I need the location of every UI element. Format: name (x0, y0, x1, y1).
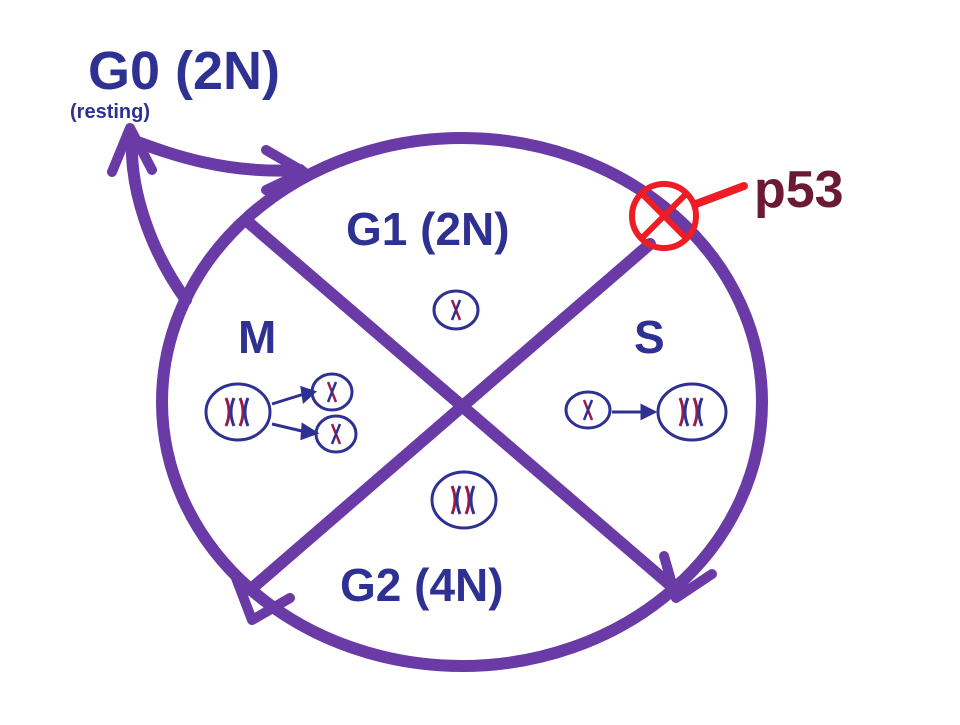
p53-label: p53 (754, 161, 844, 219)
s-to-g2-arrowhead (659, 551, 717, 603)
mitosis-arrow-icon (271, 385, 320, 441)
g1-label: G1 (2N) (346, 203, 510, 255)
s-small-cell-icon (564, 390, 612, 430)
m-parent-cell-icon (204, 382, 272, 442)
g1-cell-icon (432, 289, 480, 331)
g0-loop-path (125, 131, 306, 306)
g2-label: G2 (4N) (340, 559, 504, 611)
s-large-cell-icon (656, 382, 728, 442)
m-daughter-cell-icon (314, 414, 358, 454)
g0-exit-arrowhead (107, 123, 157, 177)
p53-pointer-line (692, 182, 748, 208)
g1-entry-arrowhead (261, 145, 309, 195)
m-label: M (238, 311, 277, 363)
phase-divider-line (244, 238, 656, 596)
cell-cycle-ring (156, 132, 768, 672)
p53-inhibition-icon (629, 181, 699, 251)
replication-arrow-icon (612, 403, 658, 421)
m-daughter-cell-icon (310, 372, 354, 412)
s-label: S (634, 311, 665, 363)
g2-to-m-arrowhead (231, 573, 295, 625)
g0-label: G0 (2N) (88, 41, 281, 101)
g2-cell-icon (430, 470, 498, 530)
g0-sublabel: (resting) (70, 101, 150, 123)
